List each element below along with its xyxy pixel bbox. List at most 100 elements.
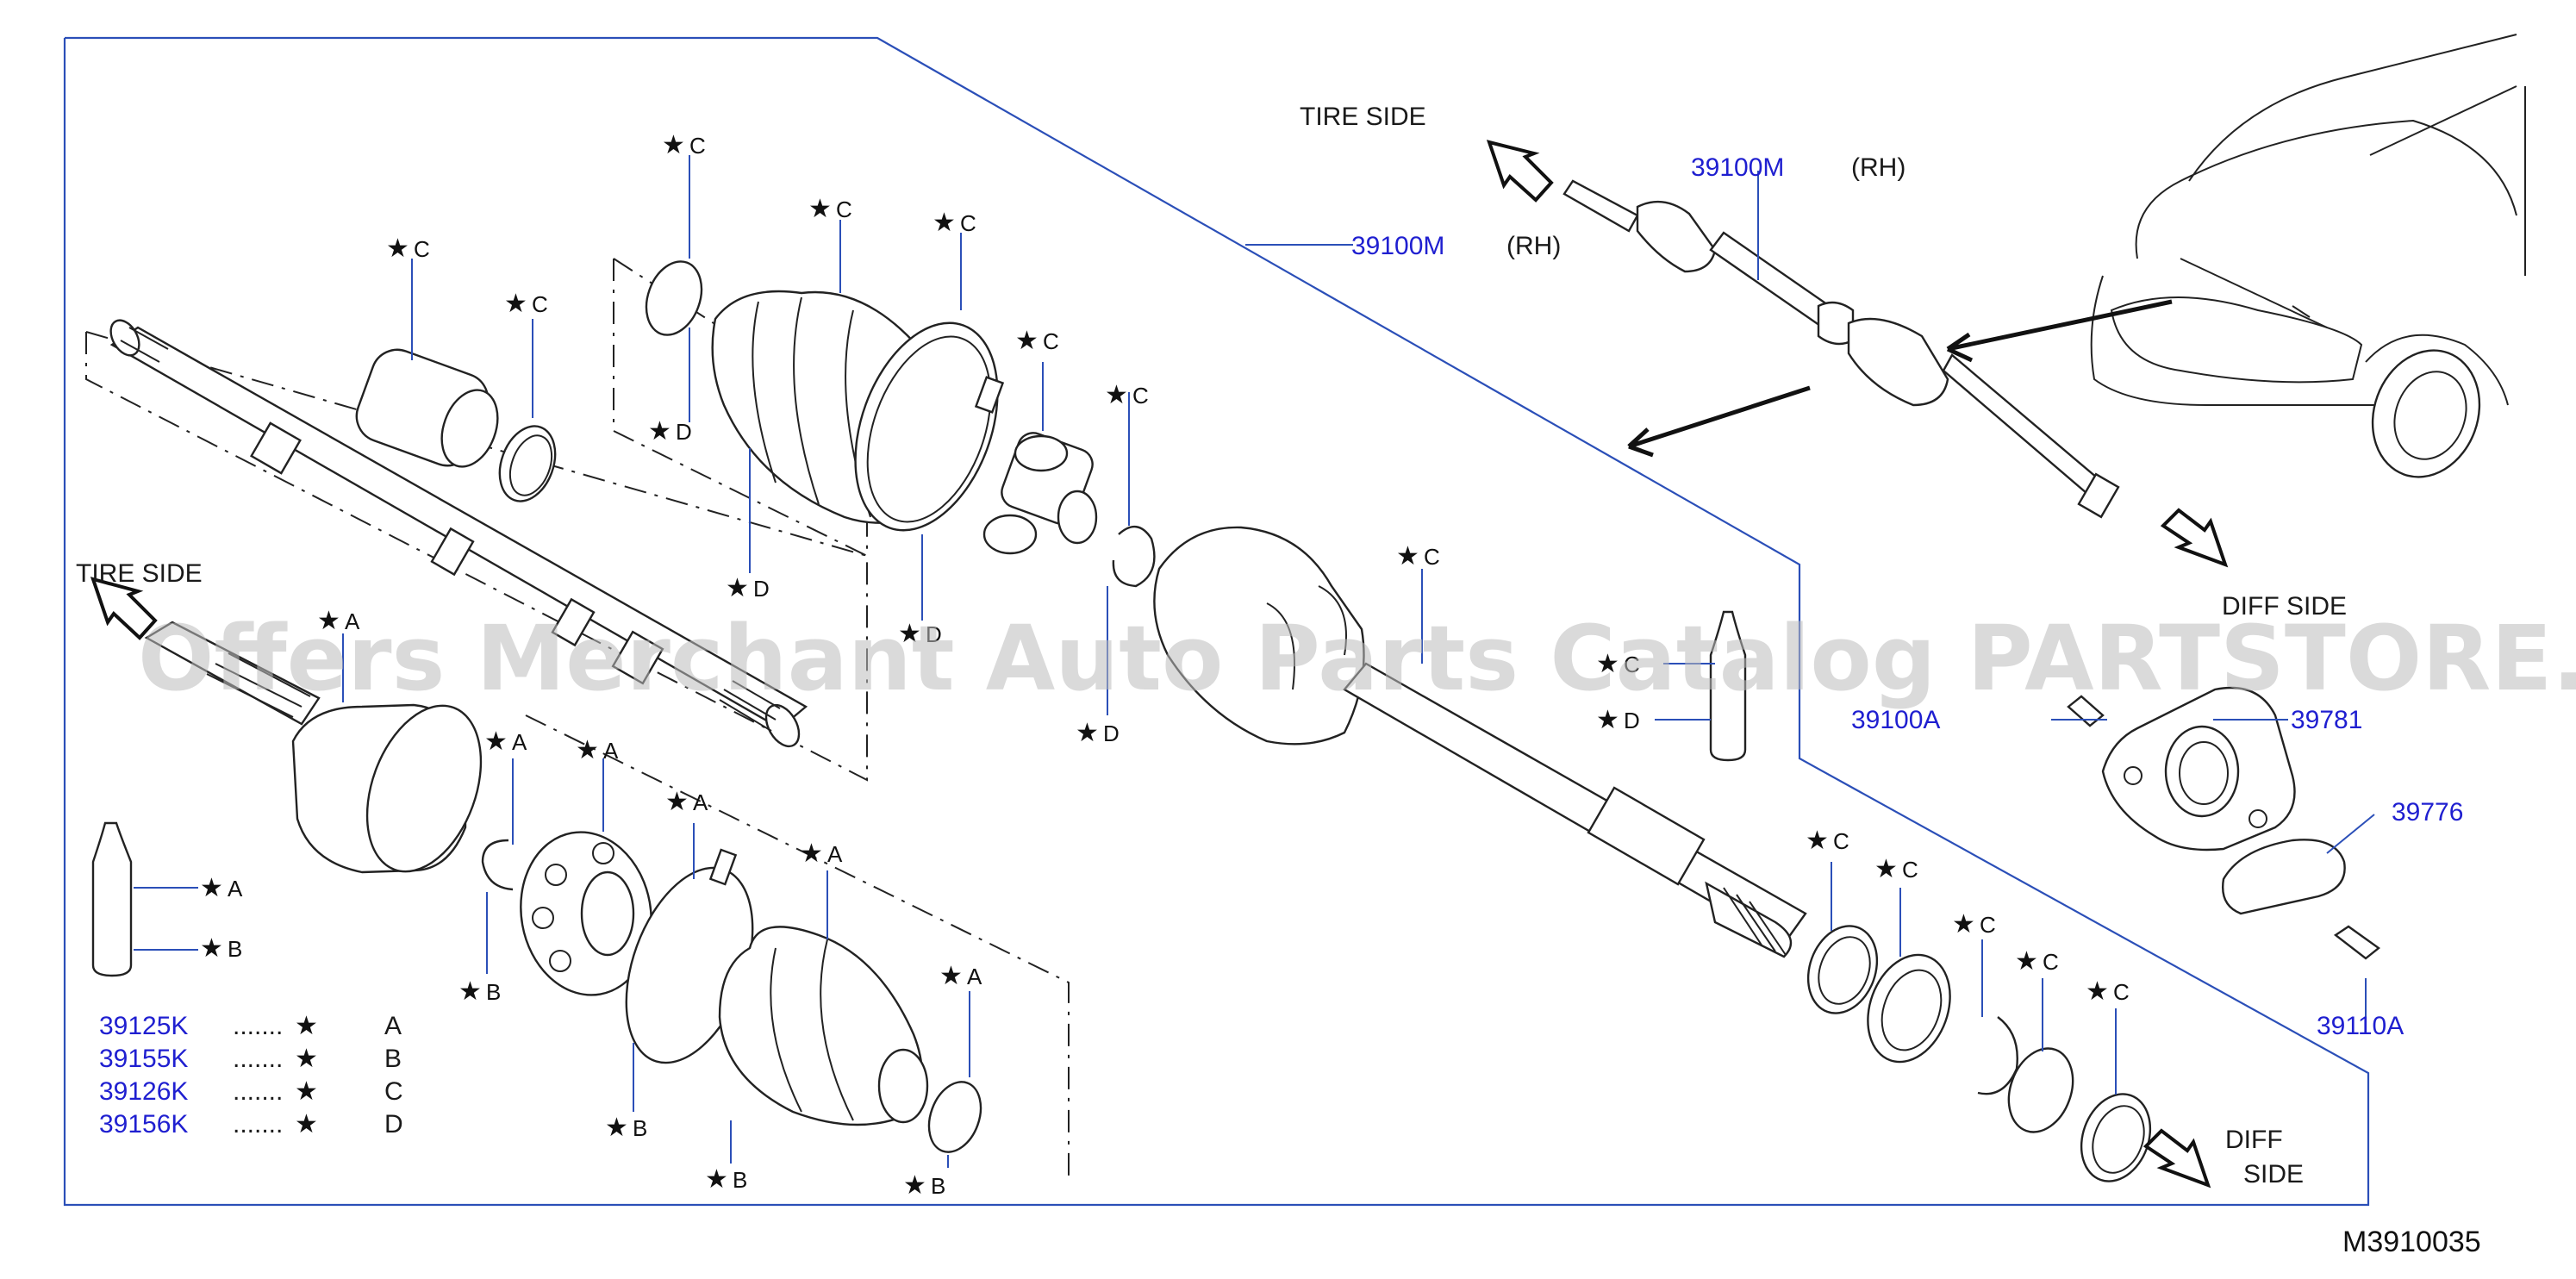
marker-c: ★C [386, 234, 430, 264]
diff-side-label-upper: DIFF SIDE [2222, 592, 2347, 621]
legend-row: 39126K ....... ★ C [99, 1076, 403, 1107]
part-number-39110A: 39110A [2317, 1012, 2404, 1040]
marker-c: ★C [1874, 854, 1918, 884]
diff-side-arrow-upper [2160, 508, 2229, 568]
svg-text:★: ★ [800, 839, 823, 869]
leader-lines [134, 155, 2375, 1168]
svg-text:★: ★ [939, 961, 963, 991]
svg-text:★: ★ [2086, 976, 2109, 1007]
diff-side-arrow-lower [2143, 1128, 2211, 1189]
marker-c: ★C [504, 289, 548, 319]
marker-b: ★B [705, 1164, 747, 1195]
svg-text:A: A [345, 608, 360, 634]
svg-text:D: D [1624, 708, 1640, 733]
snap-ring-c [1112, 526, 1156, 588]
marker-c: ★C [1806, 826, 1849, 856]
front-wheel [2371, 349, 2481, 478]
tire-side-label-upper: TIRE SIDE [1300, 103, 1426, 131]
part-number-39100A: 39100A [1851, 706, 1940, 734]
legend-row: 39125K ....... ★ A [99, 1011, 402, 1041]
part-number-39100M-a: 39100M [1351, 232, 1444, 260]
kit-markers: ★C ★D ★C ★D ★C ★D ★C ★C ★D ★C ★C ★A ★A ★… [200, 130, 2130, 1201]
marker-b: ★B [200, 933, 242, 964]
bracket-assembly [2067, 686, 2380, 960]
svg-text:★: ★ [1806, 826, 1829, 856]
svg-text:D: D [753, 576, 770, 602]
marker-a: ★A [317, 606, 360, 636]
marker-d: ★D [1076, 718, 1120, 748]
marker-a: ★A [576, 735, 619, 765]
svg-text:B: B [384, 1045, 402, 1073]
svg-text:.......: ....... [233, 1110, 283, 1139]
svg-text:39126K: 39126K [99, 1077, 188, 1106]
svg-text:39125K: 39125K [99, 1012, 188, 1040]
vehicle-illustration [2090, 34, 2526, 478]
marker-b: ★B [605, 1113, 647, 1143]
svg-text:★: ★ [932, 208, 956, 238]
diagram-code: M3910035 [2342, 1226, 2481, 1258]
svg-text:★: ★ [705, 1164, 728, 1195]
marker-c: ★C [2015, 946, 2059, 976]
diff-side-label-lower-2: SIDE [2243, 1160, 2304, 1189]
svg-text:C: C [1132, 383, 1149, 409]
svg-text:C: C [384, 1077, 403, 1106]
svg-text:★: ★ [576, 735, 599, 765]
inner-joint-group [1153, 526, 2152, 1182]
svg-text:★: ★ [726, 573, 749, 603]
svg-text:B: B [228, 936, 242, 962]
svg-text:★: ★ [1015, 326, 1039, 356]
svg-text:A: A [693, 789, 708, 815]
svg-text:A: A [512, 729, 527, 755]
svg-text:C: C [532, 291, 548, 317]
svg-text:39156K: 39156K [99, 1110, 188, 1139]
marker-a: ★A [484, 727, 527, 757]
tire-side-arrow-upper [1486, 140, 1554, 203]
tire-side-label-left: TIRE SIDE [76, 559, 203, 588]
svg-text:★: ★ [484, 727, 508, 757]
svg-text:A: A [228, 876, 243, 902]
svg-text:★: ★ [2015, 946, 2038, 976]
inner-boot-group [613, 258, 1156, 588]
grease-tube-right [1709, 610, 1747, 762]
plate-39776 [2222, 839, 2346, 915]
svg-text:★: ★ [903, 1170, 926, 1201]
svg-text:B: B [633, 1115, 647, 1141]
svg-text:D: D [926, 621, 942, 647]
svg-text:C: C [2043, 949, 2059, 975]
svg-text:★: ★ [808, 194, 832, 224]
svg-text:.......: ....... [233, 1045, 283, 1073]
svg-text:★: ★ [200, 933, 223, 964]
kit-legend: 39125K ....... ★ A 39155K ....... ★ B 39… [99, 1011, 403, 1139]
svg-text:★: ★ [295, 1044, 318, 1074]
svg-text:★: ★ [1874, 854, 1898, 884]
rh-label-2: (RH) [1851, 153, 1905, 182]
svg-text:C: C [414, 236, 430, 262]
marker-c: ★C [808, 194, 852, 224]
direction-arrows [90, 140, 2229, 1189]
boot-band-small [927, 1081, 982, 1153]
marker-c: ★C [1015, 326, 1059, 356]
svg-text:A: A [603, 738, 619, 764]
diff-side-label-lower-1: DIFF [2225, 1126, 2283, 1154]
marker-a: ★A [665, 787, 708, 817]
inner-joint-housing [1153, 526, 1365, 746]
circlip [481, 839, 514, 891]
boot-band-large [854, 321, 999, 532]
marker-b: ★B [903, 1170, 945, 1201]
seal-ring [2007, 1047, 2074, 1133]
legend-row: 39155K ....... ★ B [99, 1044, 402, 1074]
svg-text:.......: ....... [233, 1077, 283, 1106]
marker-c: ★C [1596, 649, 1640, 679]
svg-text:A: A [384, 1012, 402, 1040]
bolt-39110A [2333, 925, 2380, 960]
marker-a: ★A [200, 873, 243, 903]
pointer-arrow-2 [1627, 385, 1811, 458]
outer-joint-group [144, 621, 1070, 1181]
svg-text:B: B [733, 1167, 747, 1193]
svg-text:B: B [931, 1173, 945, 1199]
svg-text:★: ★ [295, 1109, 318, 1139]
svg-text:C: C [1980, 912, 1996, 938]
part-number-39781: 39781 [2291, 706, 2362, 734]
svg-text:★: ★ [1596, 649, 1619, 679]
